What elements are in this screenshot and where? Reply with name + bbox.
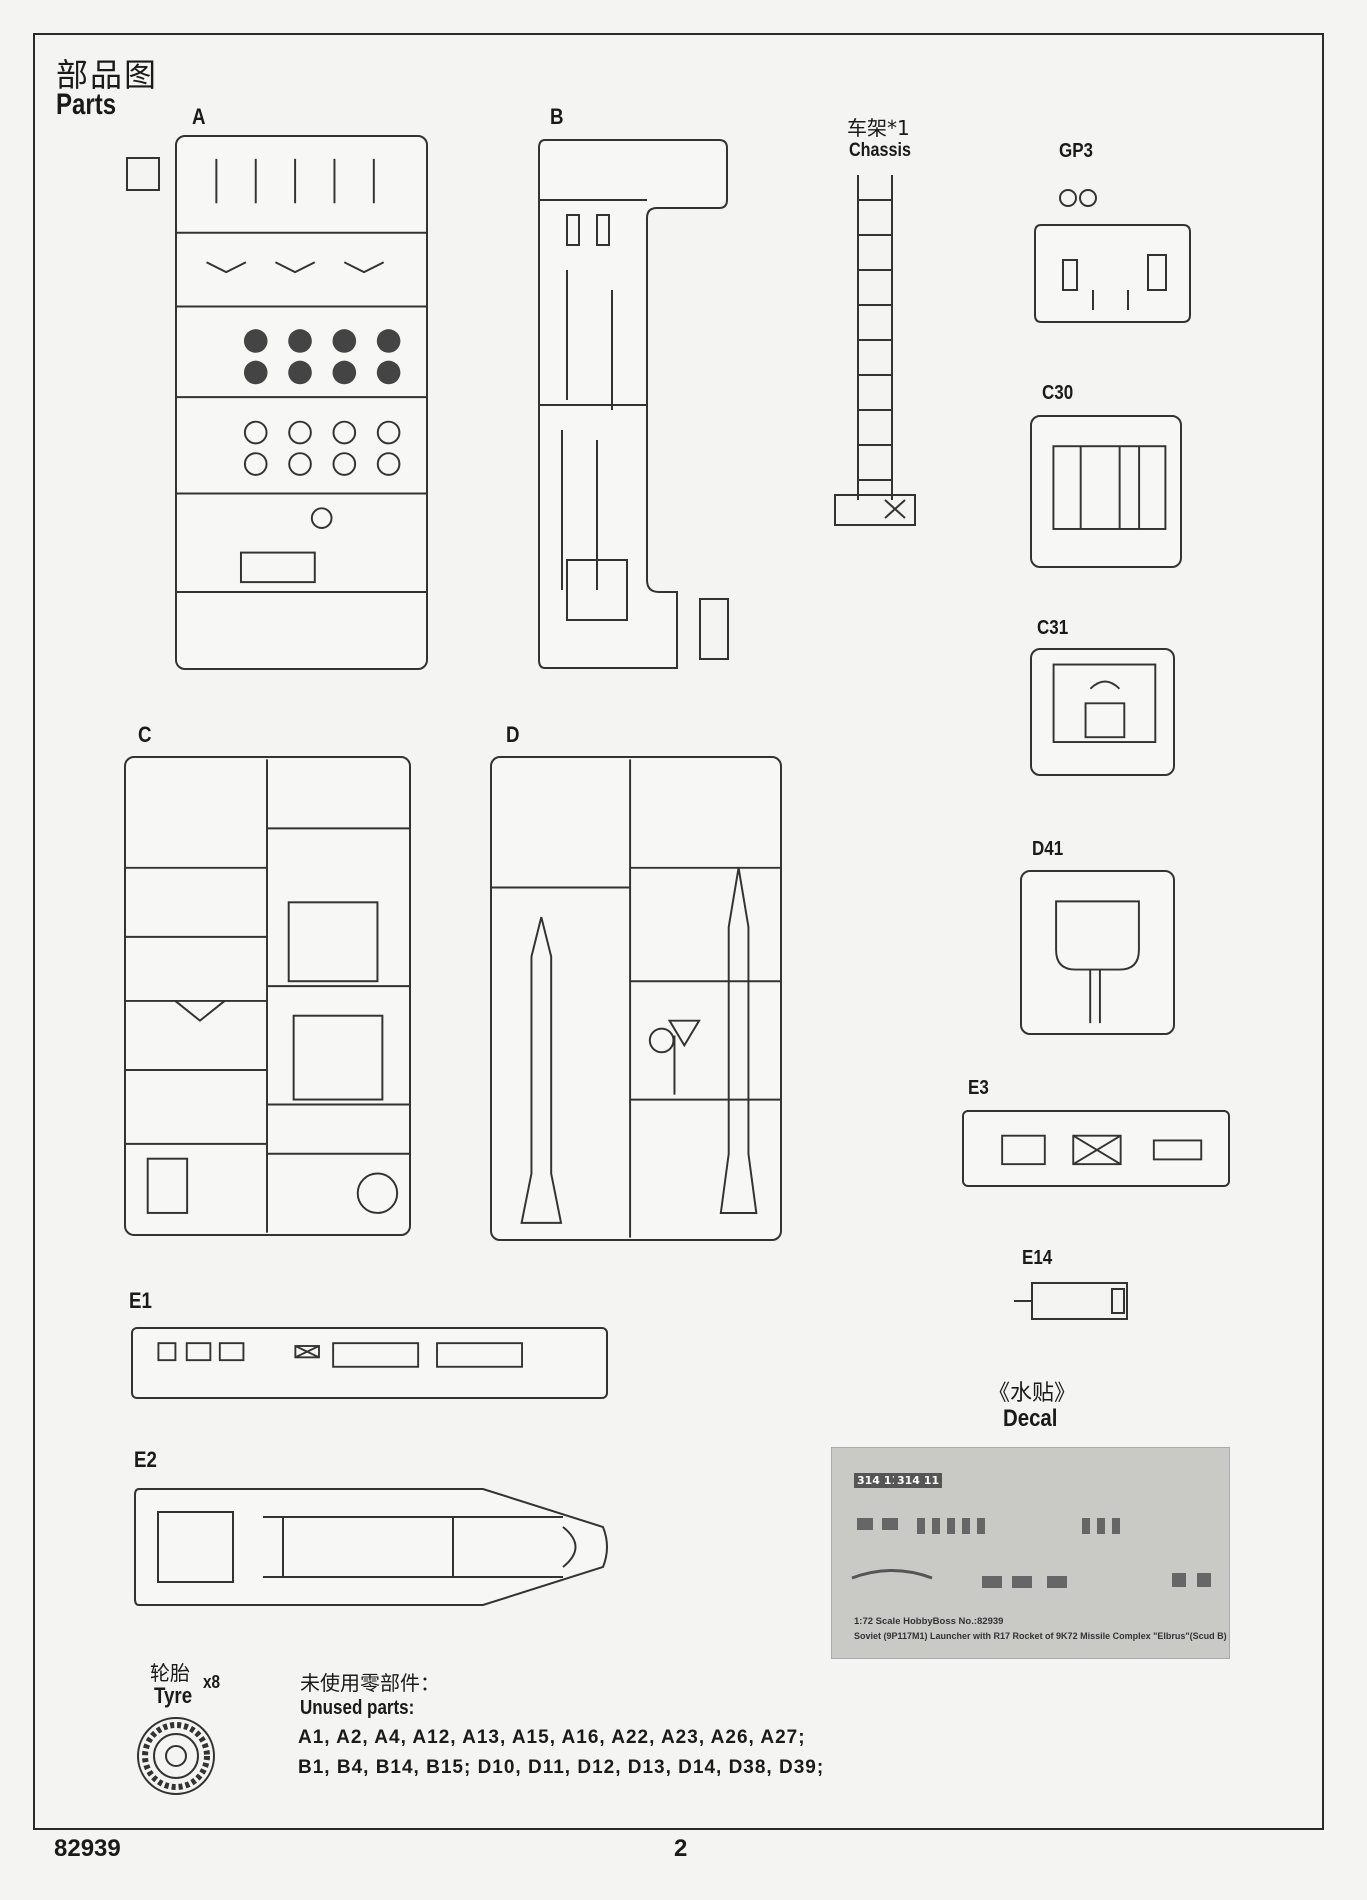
e1-drawing: [157, 1342, 523, 1368]
sprue-d-drawing: [492, 759, 780, 1238]
sprue-d41-label: D41: [1032, 838, 1064, 860]
decal-label-en: Decal: [1003, 1405, 1058, 1432]
page-title-en: Parts: [56, 88, 117, 121]
sprue-a: [175, 135, 428, 670]
sprue-e14: [1014, 1282, 1128, 1320]
page-title-cn: 部品图: [56, 56, 159, 94]
e3-drawing: [1001, 1134, 1203, 1166]
sprue-e3-label: E3: [968, 1077, 989, 1099]
sprue-c31-label: C31: [1037, 617, 1069, 639]
tyre-icon: [137, 1717, 215, 1795]
page-number: 2: [674, 1835, 688, 1862]
decal-label-cn: 《水贴》: [988, 1381, 1077, 1406]
chassis-label-en: Chassis: [849, 140, 911, 161]
sprue-a-side-part: [126, 157, 160, 191]
decal-plate-1: 314 11: [854, 1473, 903, 1488]
sprue-c31: [1030, 648, 1175, 776]
sprue-gp3: [1034, 189, 1191, 323]
sprue-c30-label: C30: [1042, 382, 1074, 404]
unused-parts-line-1: A1, A2, A4, A12, A13, A15, A16, A22, A23…: [298, 1727, 806, 1748]
sprue-b-side-part: [699, 598, 729, 660]
sprue-e14-label: E14: [1022, 1247, 1053, 1269]
sprue-b-label: B: [550, 104, 564, 129]
sprue-e3: [962, 1110, 1230, 1187]
product-number: 82939: [54, 1835, 121, 1862]
c30-drawing: [1052, 445, 1167, 530]
sprue-e1: [131, 1327, 608, 1399]
chassis-drawing: [834, 175, 916, 526]
sprue-c-drawing: [126, 759, 409, 1233]
sprue-c30: [1030, 415, 1182, 568]
sprue-c-label: C: [138, 722, 152, 747]
sprue-a-label: A: [192, 104, 206, 129]
sprue-d-label: D: [506, 722, 520, 747]
sprue-gp3-label: GP3: [1059, 140, 1094, 162]
unused-label-cn: 未使用零部件：: [300, 1671, 440, 1695]
sprue-d: [490, 756, 782, 1241]
tyre-label-cn: 轮胎: [150, 1661, 190, 1685]
decal-markings: [851, 1518, 1211, 1588]
sprue-c: [124, 756, 411, 1236]
unused-label-en: Unused parts:: [300, 1697, 415, 1719]
d41-drawing: [1055, 900, 1140, 1024]
sprue-e2-label: E2: [134, 1447, 157, 1472]
tyre-quantity: x8: [203, 1672, 221, 1692]
sprue-e1-label: E1: [129, 1288, 152, 1313]
tyre-label-en: Tyre: [154, 1683, 193, 1708]
c31-drawing: [1052, 663, 1157, 743]
decal-sheet: 314 11 314 11 1:72 Scale HobbyBoss No.:8…: [831, 1447, 1230, 1659]
sprue-b: [538, 139, 728, 669]
decal-caption-1: 1:72 Scale HobbyBoss No.:82939: [854, 1616, 1004, 1627]
decal-plate-2: 314 11: [894, 1473, 943, 1488]
chassis-label-cn: 车架*1: [847, 116, 910, 140]
sprue-a-drawing: [177, 158, 426, 593]
sprue-d41: [1020, 870, 1175, 1035]
sprue-e2: [134, 1488, 608, 1606]
page-frame: [33, 33, 1324, 1830]
decal-caption-2: Soviet (9P117M1) Launcher with R17 Rocke…: [854, 1631, 1227, 1641]
unused-parts-line-2: B1, B4, B14, B15; D10, D11, D12, D13, D1…: [298, 1757, 825, 1778]
